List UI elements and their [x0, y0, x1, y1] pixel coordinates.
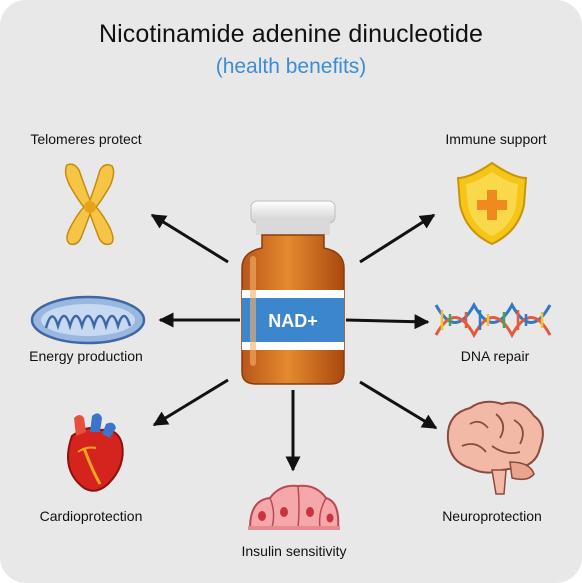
- vial-icon: [241, 200, 345, 385]
- arrow-immune: [359, 213, 436, 264]
- vial-label: NAD+: [268, 311, 318, 331]
- arrow-telomeres: [150, 213, 229, 264]
- brain-icon: [446, 400, 544, 495]
- mitochondrion-icon: [30, 295, 146, 345]
- chromosome-icon: [64, 163, 115, 246]
- label-insulin: Insulin sensitivity: [241, 543, 347, 559]
- arrows: [150, 213, 438, 472]
- arrow-cardio: [152, 378, 229, 427]
- arrow-neuro: [359, 380, 438, 430]
- page-title: Nicotinamide adenine dinucleotide: [98, 20, 484, 48]
- label-cardio: Cardioprotection: [39, 508, 143, 524]
- heart-icon: [67, 413, 124, 492]
- label-energy: Energy production: [29, 348, 143, 364]
- label-telomeres: Telomeres protect: [30, 131, 142, 147]
- label-dna: DNA repair: [460, 348, 530, 364]
- arrow-dna: [345, 314, 430, 330]
- label-neuro: Neuroprotection: [442, 508, 542, 524]
- dna-helix-icon: [434, 301, 552, 339]
- shield-cross-icon: [456, 161, 528, 246]
- pancreas-cells-icon: [248, 484, 340, 530]
- label-immune: Immune support: [445, 131, 547, 147]
- page-subtitle: (health benefits): [215, 55, 367, 78]
